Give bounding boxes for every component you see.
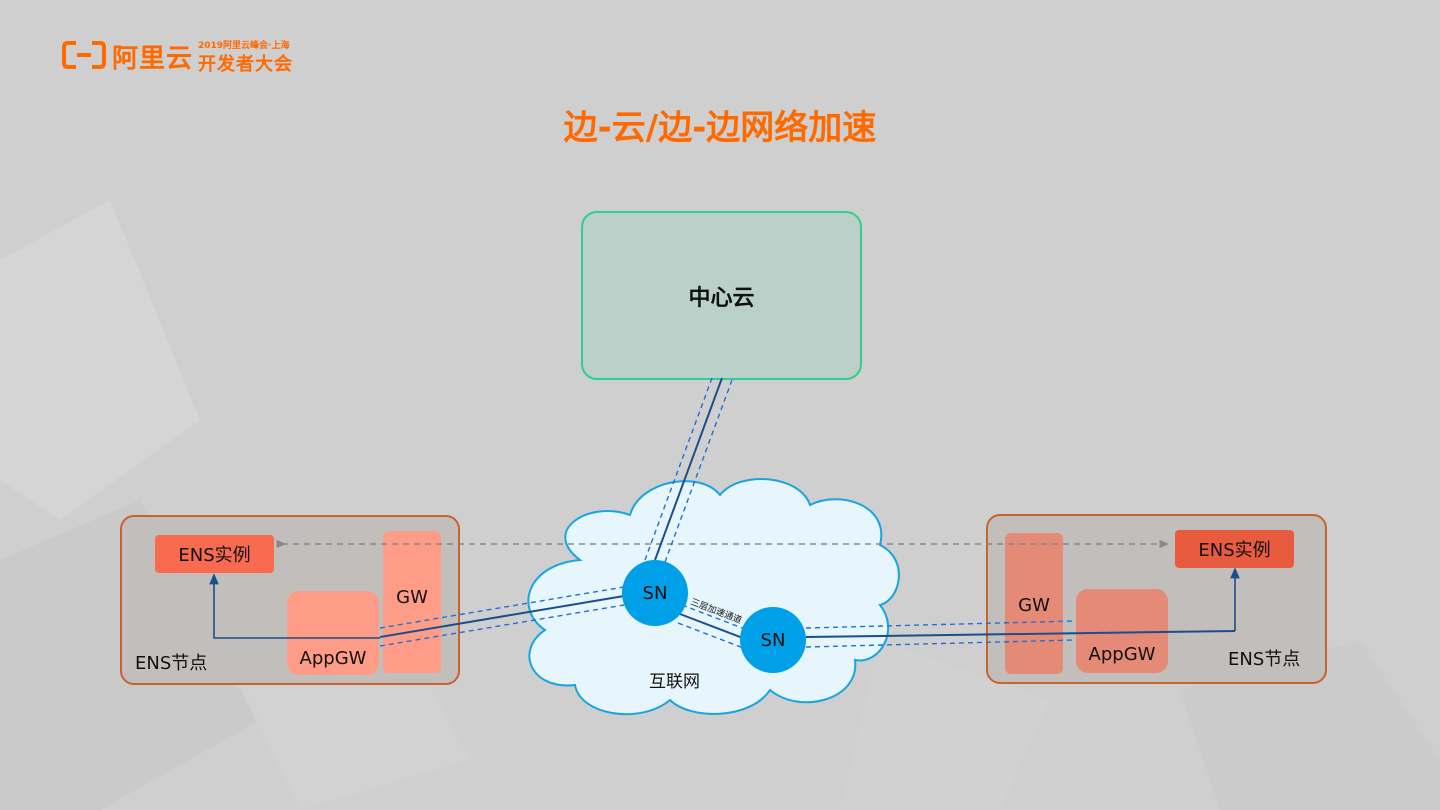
right-ens-instance-label: ENS实例 — [1198, 540, 1271, 561]
right-appgw-block: AppGW — [1076, 589, 1168, 673]
left-gw-label: GW — [396, 586, 428, 608]
conference-subtitle: 2019阿里云峰会·上海 — [198, 41, 290, 51]
sn-sn-line — [679, 613, 749, 641]
brand-name: 阿里云 — [112, 44, 194, 74]
page-title: 边-云/边-边网络加速 — [563, 108, 877, 148]
left-ens-node-label: ENS节点 — [135, 653, 208, 674]
sn-right-appgw-dash-a — [805, 620, 1077, 629]
left-ens-instance: ENS实例 — [155, 535, 274, 573]
left-appgw-label: AppGW — [299, 648, 367, 669]
conference-title: 开发者大会 — [198, 54, 293, 75]
sn-to-center-line — [654, 377, 723, 561]
left-ens-instance-label: ENS实例 — [178, 545, 251, 566]
right-ens-instance: ENS实例 — [1175, 530, 1294, 568]
internet-label: 互联网 — [649, 672, 700, 692]
right-ens-node-label: ENS节点 — [1228, 649, 1301, 670]
left-gw-block: GW — [383, 531, 441, 673]
sn-right-label: SN — [760, 629, 786, 651]
internet-cloud — [527, 478, 900, 716]
right-gw-block: GW — [1005, 533, 1063, 674]
right-appgw-label: AppGW — [1088, 644, 1156, 665]
aliyun-brand-icon — [62, 41, 106, 69]
sn-right-appgw-dash-b — [805, 639, 1077, 648]
sn-sn-dash-b — [677, 622, 747, 650]
left-appgw-to-instance — [209, 573, 380, 639]
center-cloud-box: 中心云 — [581, 211, 862, 380]
sn-left-label: SN — [642, 582, 668, 604]
sn-left-node: SN — [622, 560, 688, 626]
left-appgw-block: AppGW — [287, 591, 379, 675]
sn-sn-dash-a — [681, 604, 751, 632]
right-gw-label: GW — [1018, 595, 1050, 616]
left-appgw-sn-line — [379, 595, 625, 638]
sn-right-node: SN — [740, 607, 806, 673]
sn-right-appgw-line — [805, 630, 1236, 638]
center-cloud-label: 中心云 — [688, 285, 755, 311]
